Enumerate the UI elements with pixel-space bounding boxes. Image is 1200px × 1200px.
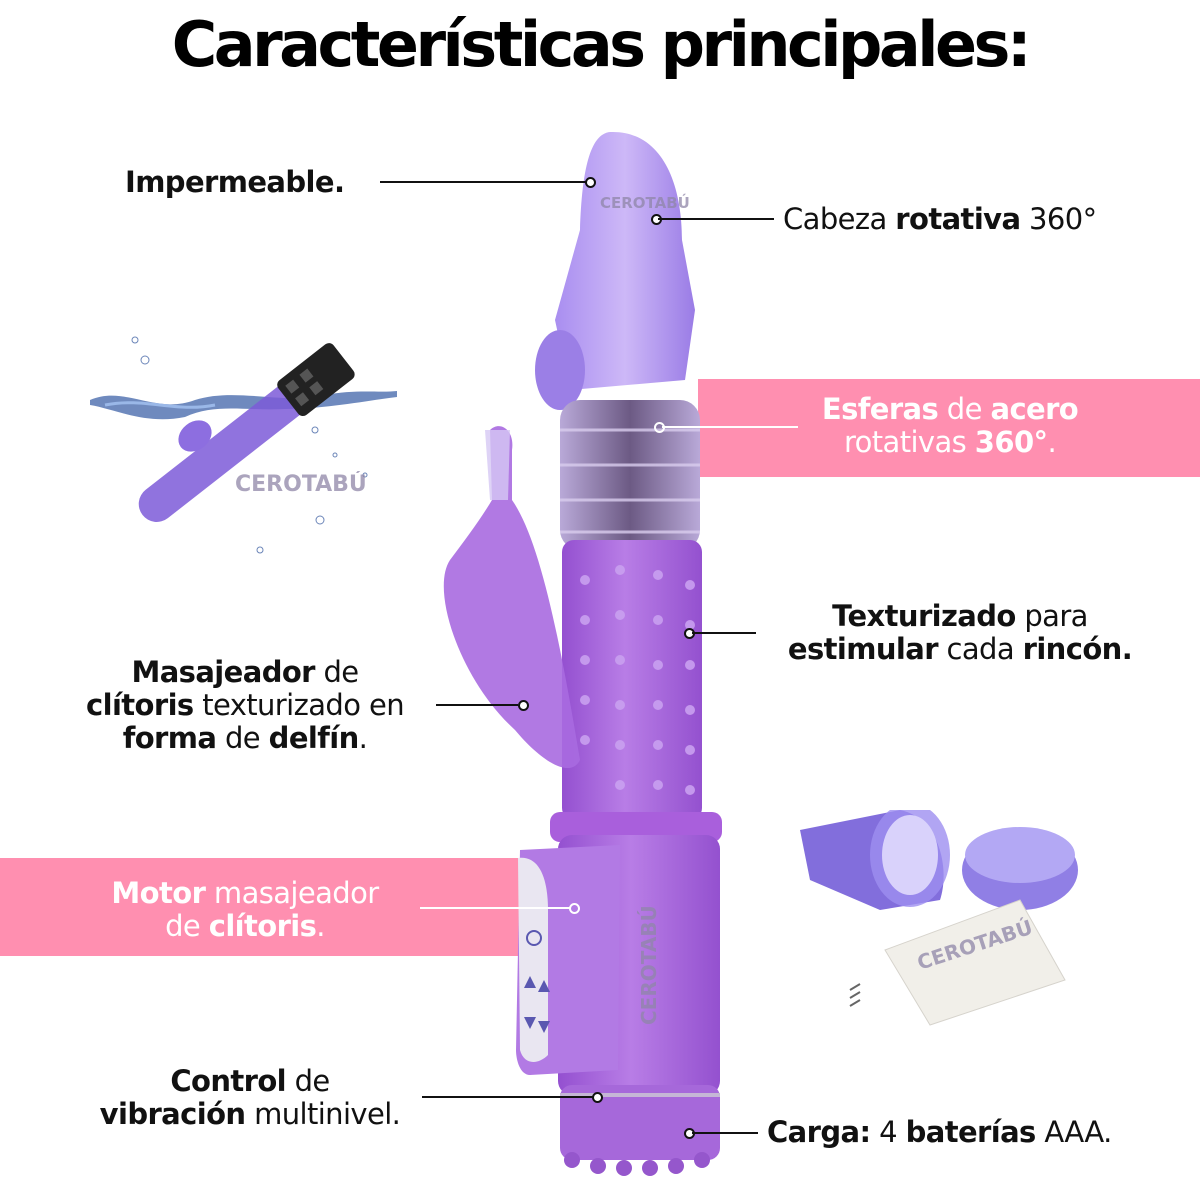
feature-masajeador: Masajeador de clítoris texturizado en fo…: [86, 655, 405, 755]
control-buttons: [524, 930, 550, 1033]
down-arrow-button-left[interactable]: [524, 1017, 536, 1029]
callout-dot-masajeador: [518, 700, 529, 711]
callout-line-impermeable: [380, 181, 590, 183]
battery-holder: [884, 899, 1066, 1026]
feature-texturizado: Texturizado para estimular cada rincón.: [787, 599, 1133, 666]
callout-dot-impermeable: [585, 177, 596, 188]
callout-line-masajeador: [436, 704, 518, 706]
feature-carga: Carga: 4 baterías AAA.: [767, 1115, 1112, 1149]
watermark-text: CEROTABÚ: [235, 471, 367, 497]
textured-shaft: [562, 540, 702, 820]
feature-motor: Motor masajeador de clítoris.: [111, 876, 379, 943]
callout-line-cabeza: [658, 218, 774, 220]
texture-dots: [580, 565, 695, 795]
water-product-image: CEROTABÚ: [90, 336, 397, 554]
up-arrow-button-left[interactable]: [524, 976, 536, 988]
steel-bead-section: [560, 400, 700, 550]
down-arrow-button-right[interactable]: [538, 1021, 550, 1033]
power-button[interactable]: [526, 930, 542, 946]
feature-cabeza: Cabeza rotativa 360°: [783, 202, 1097, 236]
callout-line-control: [422, 1096, 594, 1098]
main-product-image: CEROTABÚ CEROTABÚ: [443, 131, 722, 1176]
dolphin-clitoral-massager: [443, 426, 580, 769]
highlight-band-esferas: [698, 379, 1200, 477]
nub: [535, 330, 585, 410]
ring: [550, 812, 722, 842]
callout-line-motor: [420, 907, 570, 909]
feature-control: Control de vibración multinivel.: [99, 1064, 401, 1131]
watermark-text: CEROTABÚ: [600, 193, 690, 212]
callout-line-esferas: [662, 426, 798, 428]
callout-dot-motor: [569, 903, 580, 914]
submerged-product-graphic: [138, 343, 355, 522]
feature-esferas: Esferas de acero rotativas 360°.: [821, 392, 1079, 459]
bottom-cap: [560, 1085, 720, 1160]
up-arrow-button-right[interactable]: [538, 980, 550, 992]
page-title: Características principales:: [171, 8, 1032, 81]
callout-line-texturizado: [692, 632, 756, 634]
rotating-head: [555, 131, 695, 390]
battery-holder-image: CEROTABÚ: [800, 810, 1078, 1026]
feature-impermeable: Impermeable.: [125, 165, 345, 199]
watermark-text: CEROTABÚ: [637, 905, 661, 1025]
callout-line-carga: [692, 1132, 758, 1134]
callout-dot-control: [592, 1092, 603, 1103]
